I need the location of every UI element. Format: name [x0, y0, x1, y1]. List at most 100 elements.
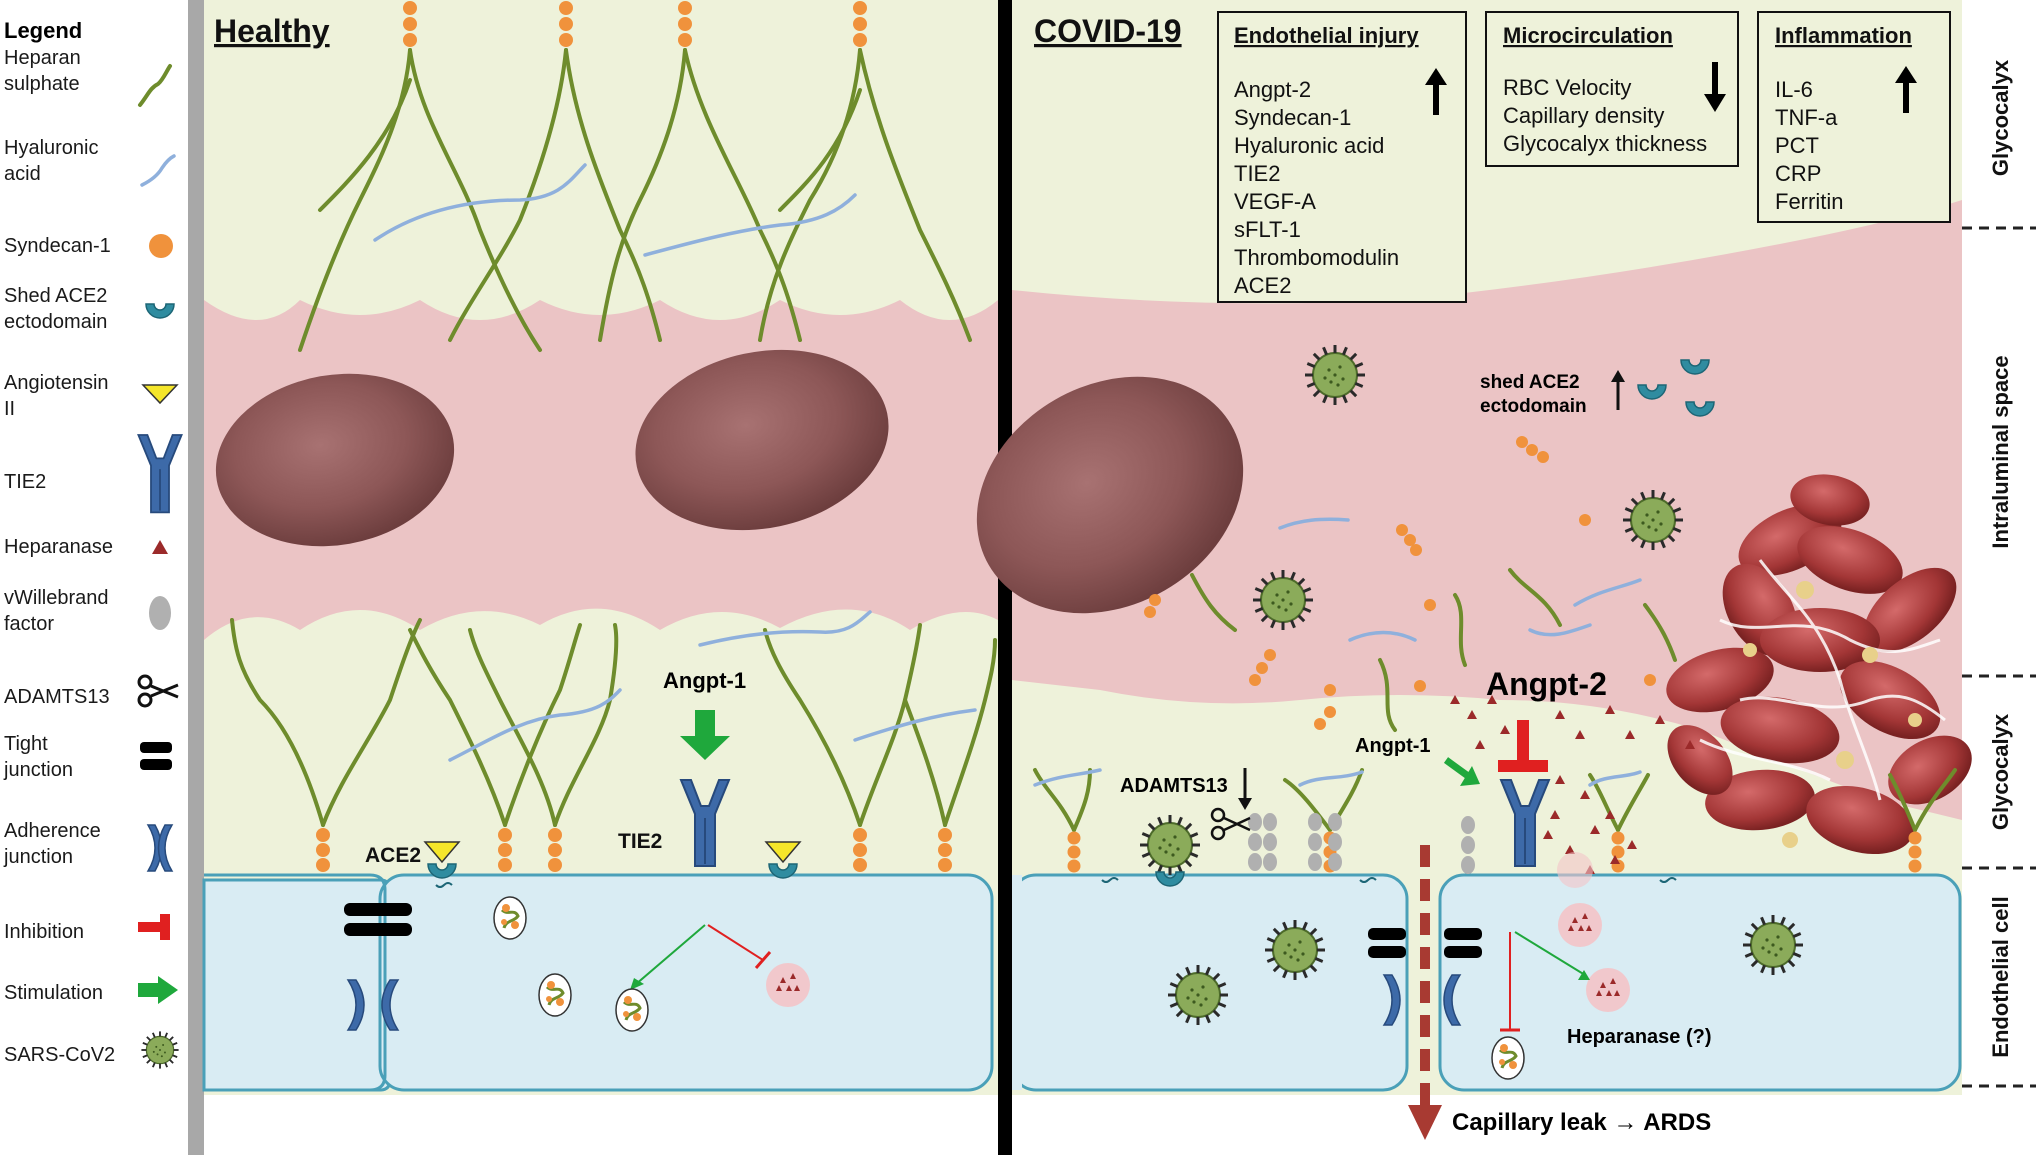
- angpt2-label: Angpt-2: [1486, 666, 1607, 702]
- arrow-down-icon: [1704, 62, 1726, 112]
- legend-icons: [137, 64, 183, 1070]
- info-box-endothelial-injury: [1217, 11, 1467, 303]
- heparan-sulphate-strands-top: [298, 48, 972, 352]
- angpt1-label: Angpt-1: [663, 668, 746, 693]
- info-box-title: Inflammation: [1775, 23, 1912, 48]
- legend-label: Inhibition: [4, 921, 84, 943]
- capillary-leak-arrow: [1408, 845, 1442, 1140]
- info-box-title: Endothelial injury: [1234, 23, 1419, 48]
- info-box-item: Thrombomodulin: [1234, 245, 1399, 270]
- legend-label: Angiotensin: [4, 372, 109, 394]
- syndecan-vesicle: [1490, 1035, 1526, 1081]
- info-box-item: Hyaluronic acid: [1234, 133, 1384, 158]
- red-blood-cell: [976, 376, 1244, 614]
- info-box-item: VEGF-A: [1234, 189, 1316, 214]
- legend-label: SARS-CoV2: [4, 1044, 115, 1066]
- scissors-icon: [1210, 807, 1251, 841]
- syndecan-chains-top: [403, 1, 867, 47]
- heparan-sulphate-strands-bottom: [230, 618, 997, 827]
- angiotensin-icon: [423, 841, 461, 864]
- angpt1-stimulation-arrow: [1443, 757, 1480, 786]
- shed-ace2-label-line2: ectodomain: [1480, 396, 1587, 417]
- adamts13-down-arrow: [1238, 768, 1252, 810]
- angiotensin-icon: [141, 384, 179, 405]
- arrow-up-icon: [1895, 66, 1917, 113]
- info-box-item: IL-6: [1775, 77, 1813, 102]
- vwf-icon: [149, 596, 171, 630]
- legend-label: Heparanase: [4, 536, 113, 558]
- hyaluronic-acid-bottom: [448, 610, 977, 762]
- legend-label: ectodomain: [4, 311, 107, 333]
- hyaluronic-acid-icon: [140, 154, 176, 187]
- info-box-inflammation: [1757, 11, 1951, 223]
- legend-label: Shed ACE2: [4, 285, 107, 307]
- legend-label: junction: [3, 759, 73, 781]
- stimulation-line: [634, 924, 706, 986]
- legend-label: II: [4, 398, 15, 420]
- legend-label: ADAMTS13: [4, 686, 110, 708]
- red-blood-cell: [635, 349, 889, 531]
- info-box-microcirculation: [1485, 11, 1739, 167]
- legend-label: TIE2: [4, 471, 46, 493]
- tight-junction-icon: [140, 742, 172, 770]
- legend-label: acid: [4, 163, 41, 185]
- arrow-up-icon: [1425, 68, 1447, 115]
- healthy-panel: [202, 0, 998, 1095]
- rbc-clot: [1666, 474, 1972, 855]
- shed-ace2-up-arrow: [1611, 370, 1625, 410]
- heparanase-icon: [152, 540, 168, 554]
- heparan-sulphate-icon: [138, 64, 172, 107]
- info-box-item: RBC Velocity: [1503, 75, 1631, 100]
- red-blood-cell: [215, 373, 455, 547]
- ace2-label: ACE2: [365, 844, 421, 867]
- info-box-item: Ferritin: [1775, 189, 1843, 214]
- info-box-item: TNF-a: [1775, 105, 1838, 130]
- info-box-item: Glycocalyx thickness: [1503, 131, 1707, 156]
- angiotensin-icon: [764, 841, 802, 864]
- heparanase-label: Heparanase (?): [1567, 1026, 1712, 1048]
- heparanase-vesicle: [1557, 852, 1630, 1012]
- ace2-receptor: [764, 841, 802, 879]
- inhibition-icon: [138, 914, 170, 940]
- info-box-item: ACE2: [1234, 273, 1291, 298]
- legend-label: vWillebrand: [4, 587, 108, 609]
- legend-label: junction: [3, 846, 73, 868]
- side-label-intraluminal: Intraluminal space: [1988, 355, 2013, 548]
- adamts13-label: ADAMTS13: [1120, 775, 1228, 797]
- info-box-item: TIE2: [1234, 161, 1280, 186]
- covid-angpt1-label: Angpt-1: [1355, 735, 1431, 757]
- info-box-title: Microcirculation: [1503, 23, 1673, 48]
- stimulation-icon: [138, 976, 178, 1004]
- legend-label: sulphate: [4, 73, 80, 95]
- legend-label: Stimulation: [4, 982, 103, 1004]
- shed-ace2-label-line1: shed ACE2: [1480, 372, 1580, 393]
- inhibition-line: [707, 924, 764, 961]
- virus-icon: [140, 1030, 180, 1070]
- info-box-item: sFLT-1: [1234, 217, 1301, 242]
- tie2-label: TIE2: [618, 830, 662, 853]
- legend-label: Tight: [4, 733, 48, 755]
- info-box-item: CRP: [1775, 161, 1821, 186]
- adherence-junction-icon: [146, 824, 174, 872]
- shed-heparan-sulphate: [1190, 568, 1677, 732]
- side-label-glycocalyx-bottom: Glycocalyx: [1988, 713, 2013, 830]
- legend-label: Adherence: [4, 820, 101, 842]
- angpt2-inhibition-icon: [1498, 720, 1548, 772]
- info-box-item: PCT: [1775, 133, 1819, 158]
- info-box-item: Angpt-2: [1234, 77, 1311, 102]
- legend-title: Legend: [4, 18, 82, 43]
- adherence-junction: [346, 979, 400, 1031]
- legend-labels: HeparansulphateHyaluronicacidSyndecan-1S…: [3, 47, 115, 1066]
- legend-label: Syndecan-1: [4, 235, 111, 257]
- stimulation-icon: [680, 710, 730, 760]
- ace2-receptor: [423, 841, 461, 888]
- legend-label: factor: [4, 613, 54, 635]
- healthy-title: Healthy: [214, 13, 330, 49]
- damaged-glycocalyx: [1033, 768, 1957, 832]
- tight-junction: [1368, 928, 1482, 958]
- shed-syndecan: [1144, 436, 1656, 730]
- legend-label: Heparan: [4, 47, 81, 69]
- legend-divider: [188, 0, 204, 1155]
